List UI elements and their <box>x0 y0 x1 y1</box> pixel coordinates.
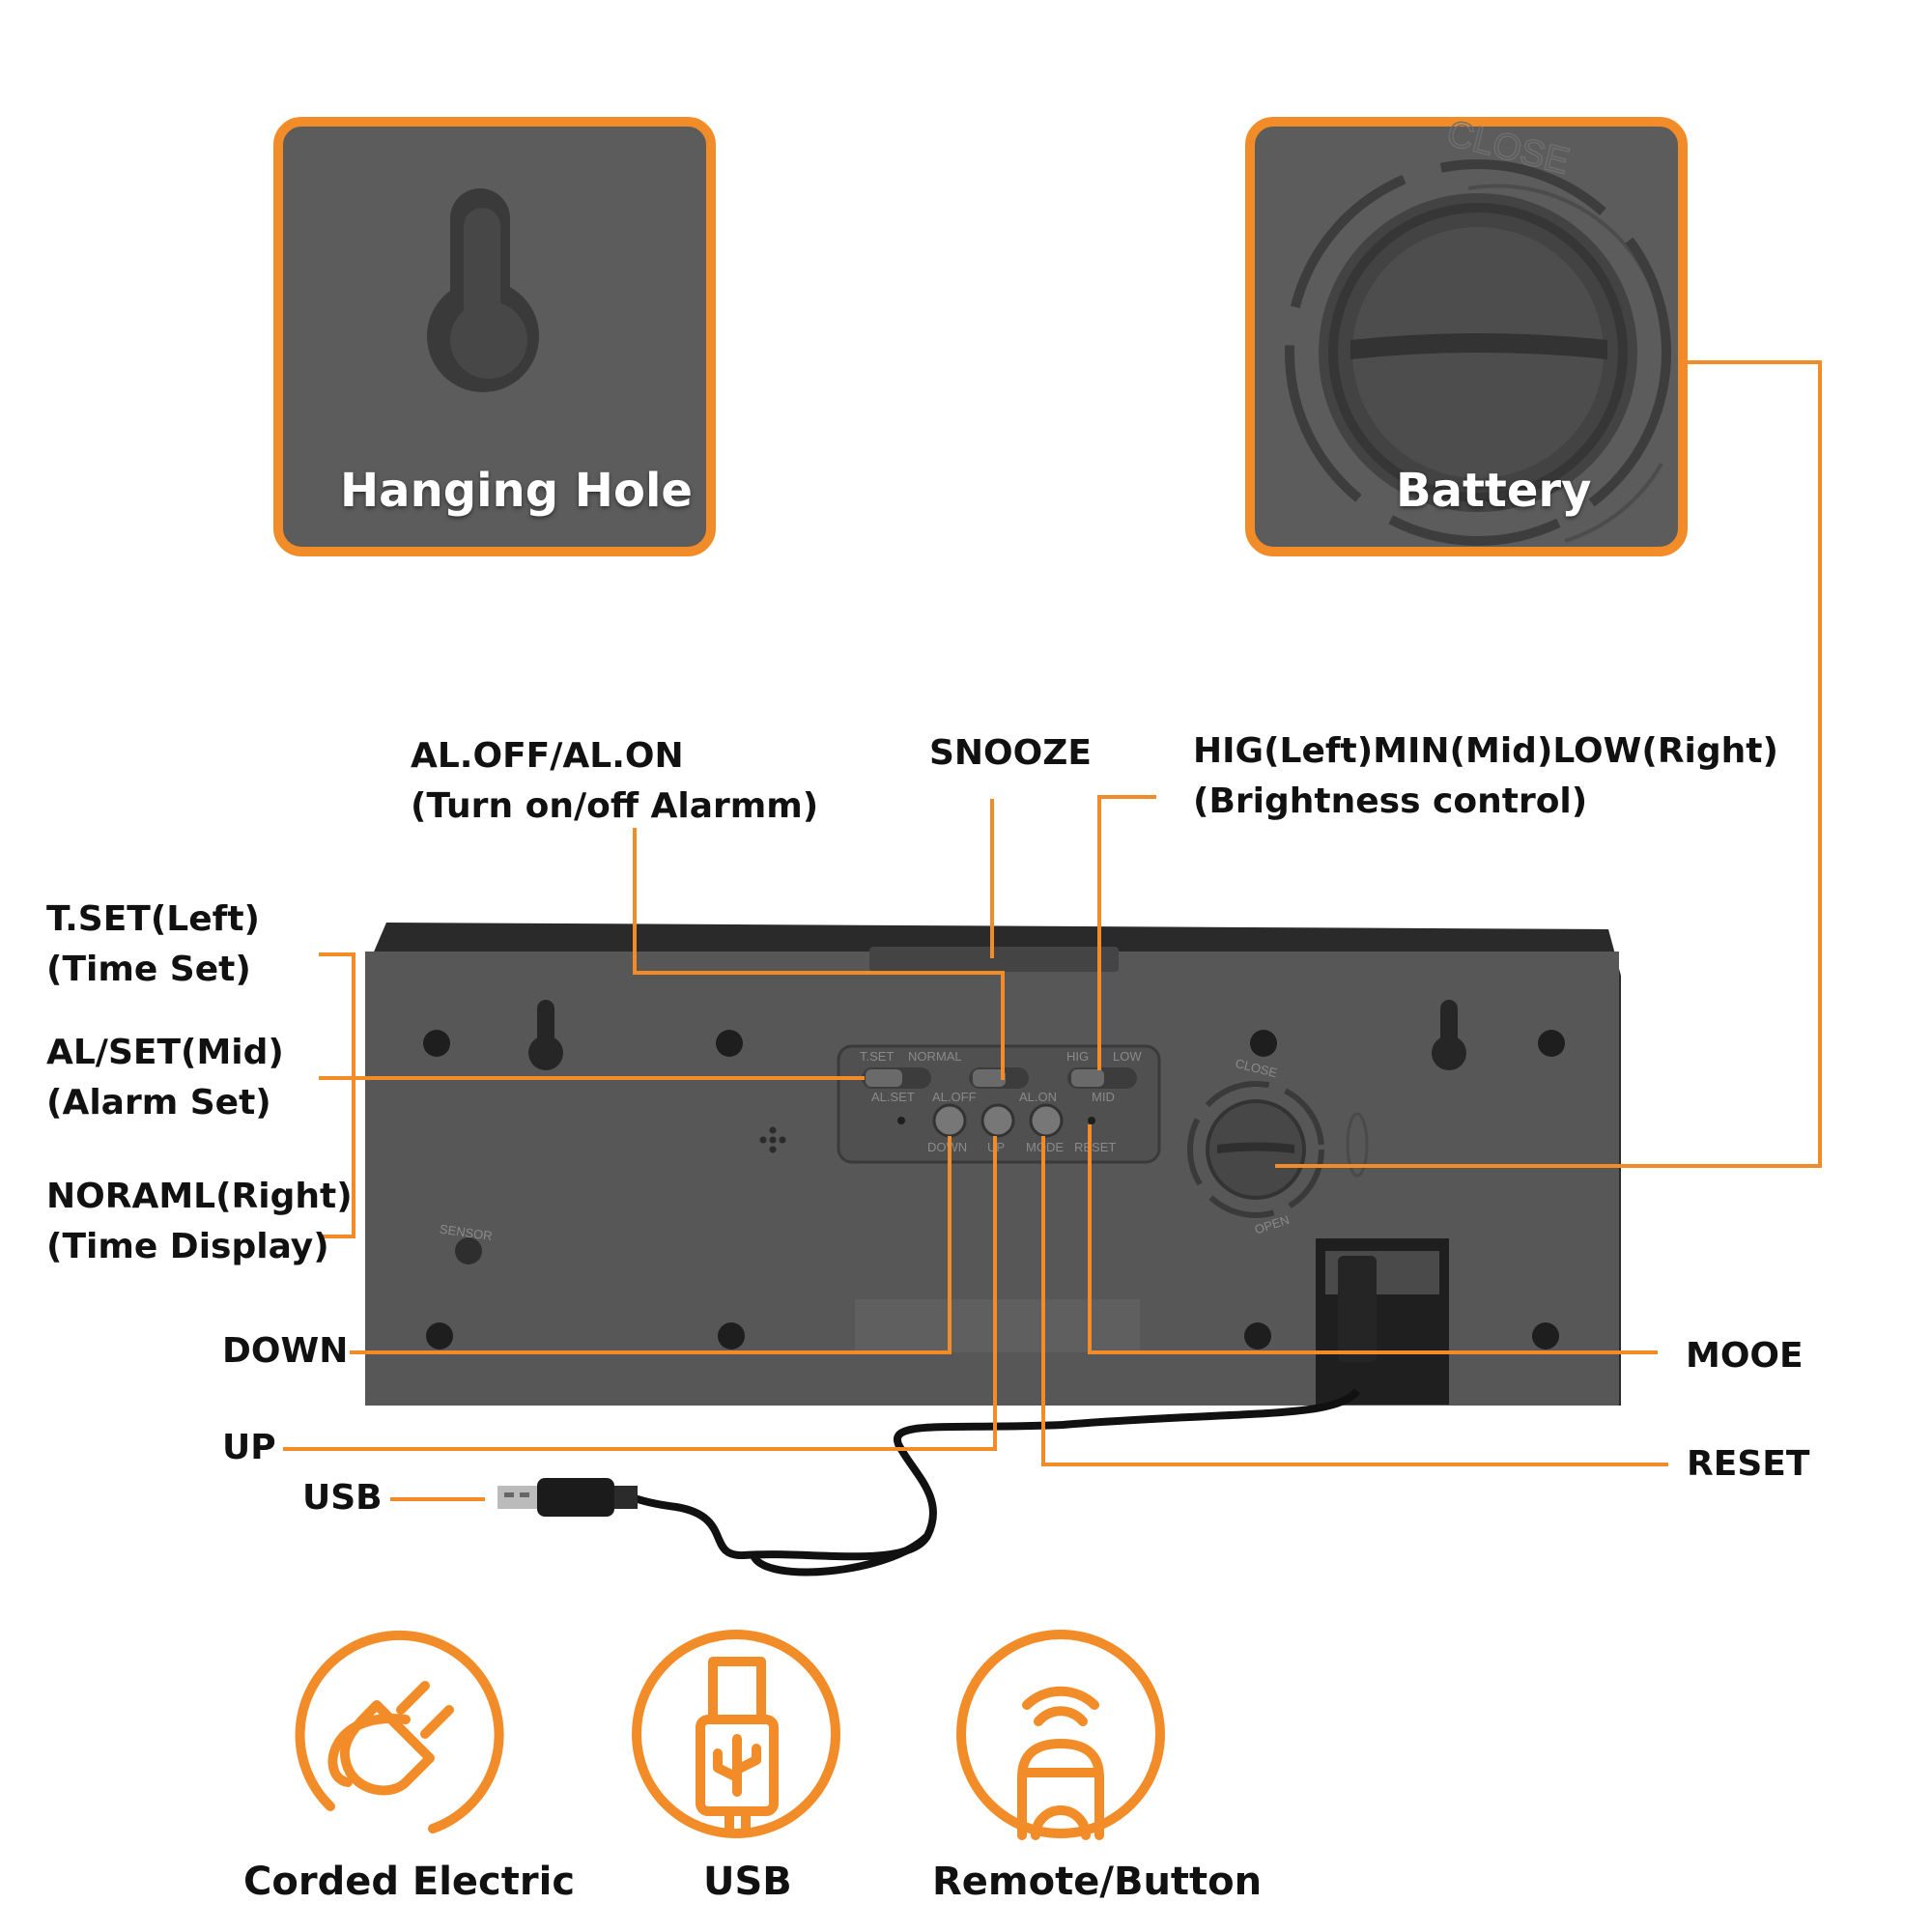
callout-al-set: AL/SET(Mid) (Alarm Set) <box>46 1028 284 1128</box>
reset-pinhole[interactable] <box>1088 1117 1095 1124</box>
callout-al-off-on-line2: (Turn on/off Alarmm) <box>411 786 819 827</box>
feature-label-usb: USB <box>703 1860 792 1904</box>
plug-icon <box>295 1630 504 1833</box>
callout-brightness-line1: HIG(Left)MIN(Mid)LOW(Right) <box>1193 731 1778 771</box>
engraving-alset: AL.SET <box>871 1090 915 1104</box>
battery-label: Battery <box>1396 464 1592 518</box>
callout-reset-line1: RESET <box>1687 1444 1810 1484</box>
callout-usb-line1: USB <box>302 1478 383 1518</box>
battery-inset: CLOSE <box>1245 112 1688 556</box>
engraving-hig: HIG <box>1066 1049 1089 1064</box>
up-button[interactable] <box>980 1103 1015 1138</box>
callout-al-off-on: AL.OFF/AL.ON (Turn on/off Alarmm) <box>411 731 818 832</box>
hanging-hole-label: Hanging Hole <box>340 464 693 518</box>
keyhole-icon <box>427 188 539 392</box>
callout-t-set-line1: T.SET(Left) <box>46 899 260 939</box>
callout-normal: NORAML(Right) (Time Display) <box>46 1172 353 1272</box>
callout-normal-line1: NORAML(Right) <box>46 1177 353 1216</box>
usb-cable <box>627 1388 1361 1577</box>
engraving-normal: NORMAL <box>908 1049 962 1064</box>
callout-down-line1: DOWN <box>222 1331 349 1371</box>
feature-label-remote: Remote/Button <box>932 1860 1263 1904</box>
usb-cable-port <box>1316 1238 1449 1405</box>
callout-normal-line2: (Time Display) <box>46 1227 329 1267</box>
time-set-slider[interactable] <box>862 1067 931 1089</box>
remote-signal-icon <box>956 1630 1165 1840</box>
callout-up: UP <box>222 1423 276 1473</box>
mode-button[interactable] <box>1029 1103 1064 1138</box>
brightness-slider[interactable] <box>1067 1067 1137 1089</box>
callout-al-set-line2: (Alarm Set) <box>46 1083 271 1123</box>
down-button[interactable] <box>932 1103 967 1138</box>
callout-t-set: T.SET(Left) (Time Set) <box>46 895 260 995</box>
callout-mode: MOOE <box>1686 1331 1804 1381</box>
usb-stick-icon <box>632 1630 840 1838</box>
callout-mode-line1: MOOE <box>1686 1336 1804 1376</box>
engraving-aloff: AL.OFF <box>932 1090 977 1104</box>
light-sensor <box>455 1237 482 1264</box>
callout-reset: RESET <box>1687 1439 1809 1490</box>
callout-snooze-line1: SNOOZE <box>929 733 1092 773</box>
alarm-onoff-slider[interactable] <box>969 1067 1029 1089</box>
callout-lines <box>283 360 1822 1501</box>
indicator-dot <box>897 1117 905 1124</box>
engraving-low: LOW <box>1113 1049 1142 1064</box>
callout-brightness: HIG(Left)MIN(Mid)LOW(Right) (Brightness … <box>1193 726 1778 827</box>
engraving-mid: MID <box>1092 1090 1115 1104</box>
hanging-hole-inset <box>273 117 716 556</box>
engraving-reset: RESET <box>1074 1140 1116 1154</box>
callout-snooze: SNOOZE <box>929 728 1092 779</box>
usb-plug <box>497 1478 638 1517</box>
callout-t-set-line2: (Time Set) <box>46 950 251 990</box>
callout-usb: USB <box>302 1473 383 1523</box>
device-keyhole-right <box>1432 1000 1466 1070</box>
screw-holes <box>423 1030 1565 1350</box>
callout-up-line1: UP <box>222 1428 276 1467</box>
speaker-grille <box>759 1126 786 1153</box>
feature-label-corded: Corded Electric <box>243 1860 576 1904</box>
engraving-tset: T.SET <box>860 1049 894 1064</box>
callout-down: DOWN <box>222 1326 348 1377</box>
engraving-down: DOWN <box>927 1140 967 1154</box>
callout-al-off-on-line1: AL.OFF/AL.ON <box>411 736 684 776</box>
callout-al-set-line1: AL/SET(Mid) <box>46 1033 284 1072</box>
device-keyhole-left <box>528 1000 563 1070</box>
engraving-alon: AL.ON <box>1019 1090 1057 1104</box>
callout-brightness-line2: (Brightness control) <box>1193 781 1588 822</box>
